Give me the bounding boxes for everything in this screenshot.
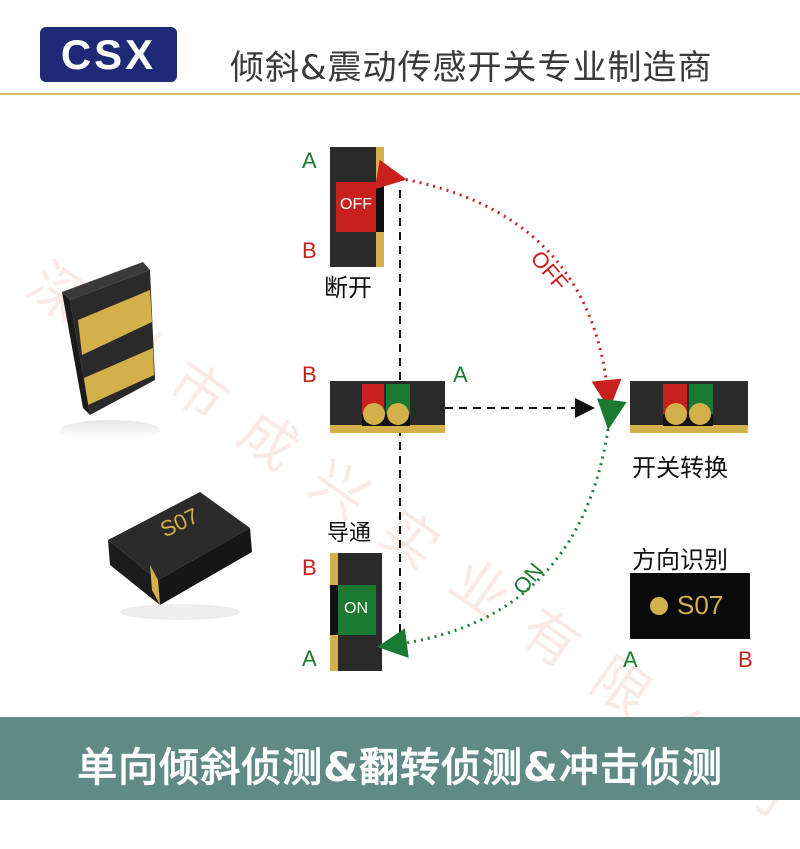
footer-banner (0, 717, 800, 800)
header-divider (0, 93, 800, 95)
switch-caption: 开关转换 (632, 454, 728, 482)
component-3d-top (108, 492, 252, 620)
diagram-svg (60, 147, 748, 671)
polarity-dot (650, 597, 668, 615)
on-pin-a: A (302, 646, 317, 671)
chip-transition (330, 381, 445, 433)
csx-logo: CSX (40, 27, 177, 82)
off-caption: 断开 (324, 274, 372, 302)
mid-pin-b: B (302, 362, 317, 387)
off-chip-label: OFF (340, 196, 372, 213)
on-pin-b: B (302, 555, 317, 580)
mid-pin-a: A (453, 362, 468, 387)
chip-switch (630, 381, 748, 433)
direction-pin-a: A (623, 647, 638, 672)
on-caption: 导通 (327, 521, 372, 546)
tagline: 倾斜&震动传感开关专业制造商 (230, 48, 713, 88)
off-arc (374, 159, 622, 410)
direction-caption: 方向识别 (632, 546, 728, 574)
off-pin-b: B (302, 238, 317, 263)
on-chip-label: ON (344, 600, 368, 617)
footer-text: 单向倾斜侦测&翻转侦测&冲击侦测 (77, 745, 723, 791)
component-3d-side (60, 262, 160, 440)
on-arc (377, 398, 627, 658)
off-pin-a: A (302, 148, 317, 173)
direction-pin-b: B (738, 647, 753, 672)
chip-on (330, 553, 382, 671)
marking-text: S07 (677, 590, 724, 620)
